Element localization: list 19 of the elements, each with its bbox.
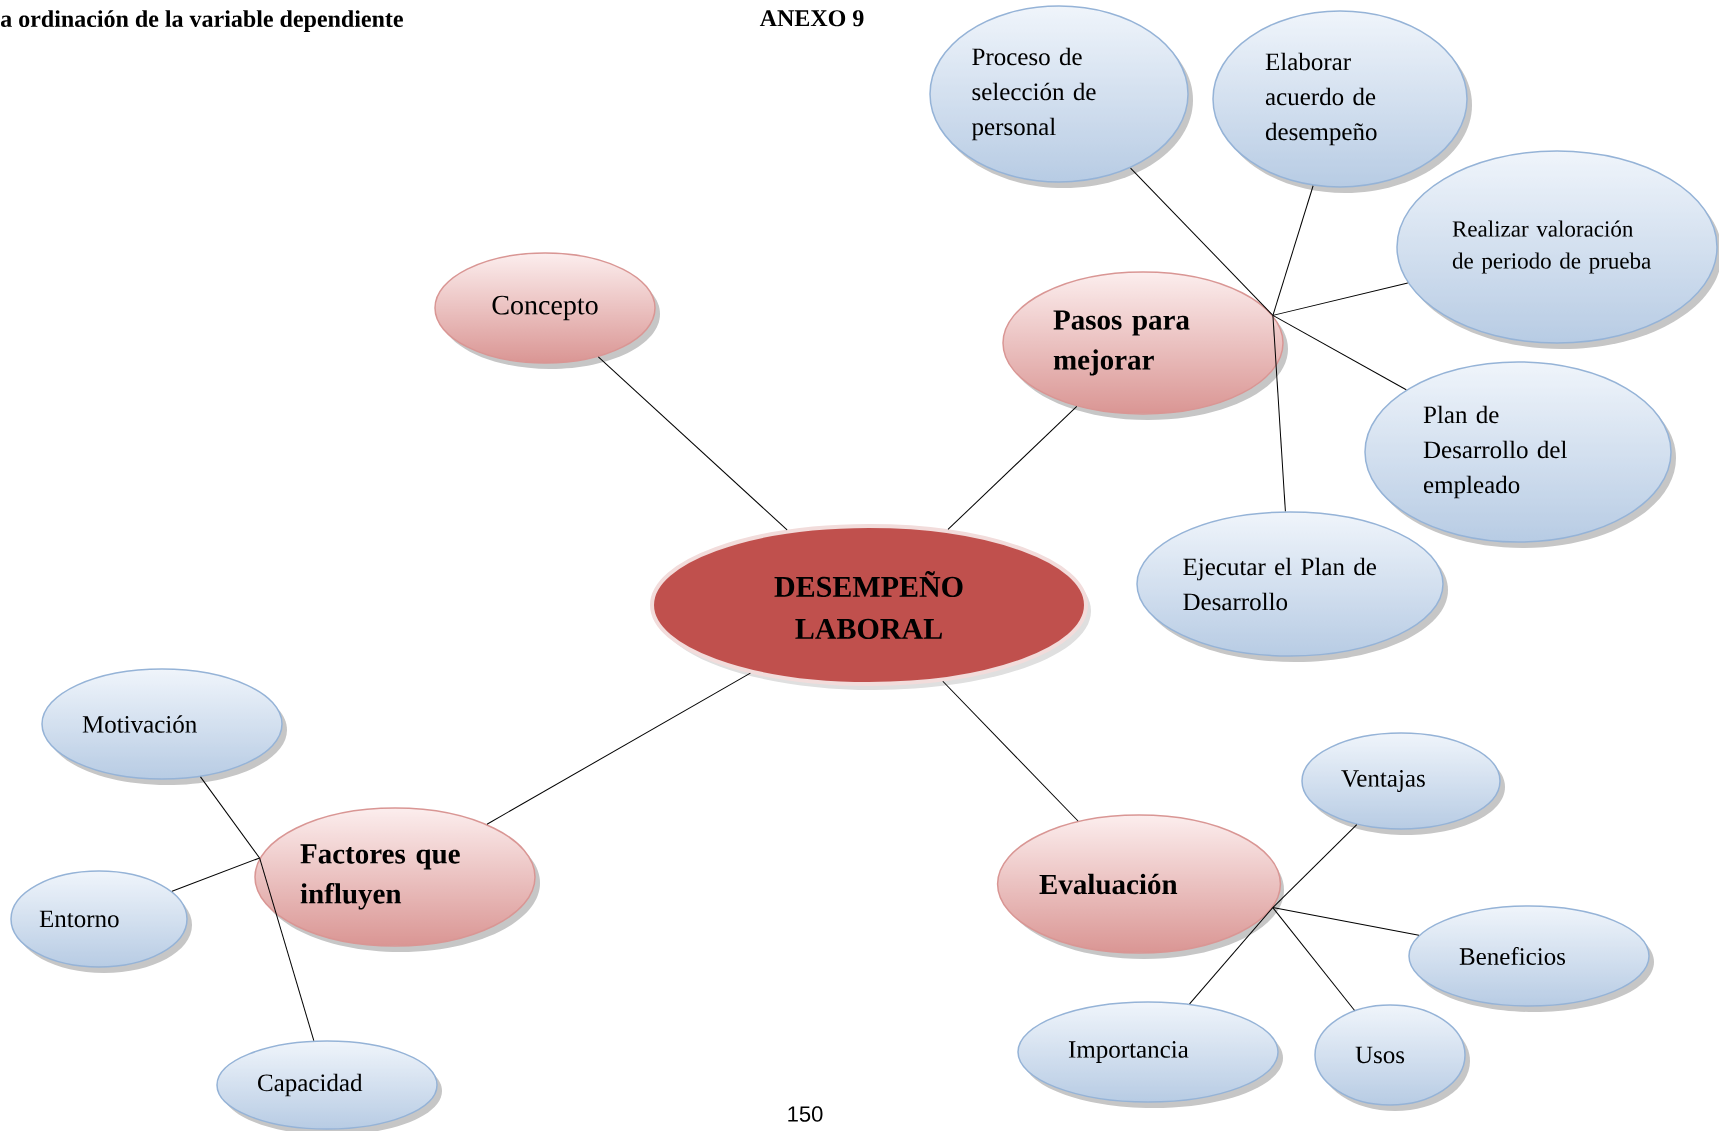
connector-line	[942, 680, 1079, 822]
connector-line	[200, 776, 261, 859]
connector-line	[1272, 282, 1409, 316]
connector-line	[1130, 167, 1274, 316]
connector-line	[486, 672, 751, 825]
page-label: ANEXO 9	[759, 10, 864, 27]
connector-line	[1272, 824, 1358, 909]
page-label: 150	[788, 1106, 823, 1122]
connector-line	[171, 857, 261, 892]
connector-line	[1272, 185, 1314, 316]
connector-line	[1272, 314, 1286, 512]
connector-line	[1189, 907, 1274, 1005]
connector-line	[1272, 907, 1420, 936]
connector-line	[259, 857, 315, 1042]
connector-line	[597, 356, 788, 531]
connector-line	[947, 405, 1078, 530]
page-label: a ordinación de la variable dependiente	[1, 10, 403, 32]
connector-line	[1272, 314, 1407, 391]
connector-line	[1272, 907, 1355, 1011]
